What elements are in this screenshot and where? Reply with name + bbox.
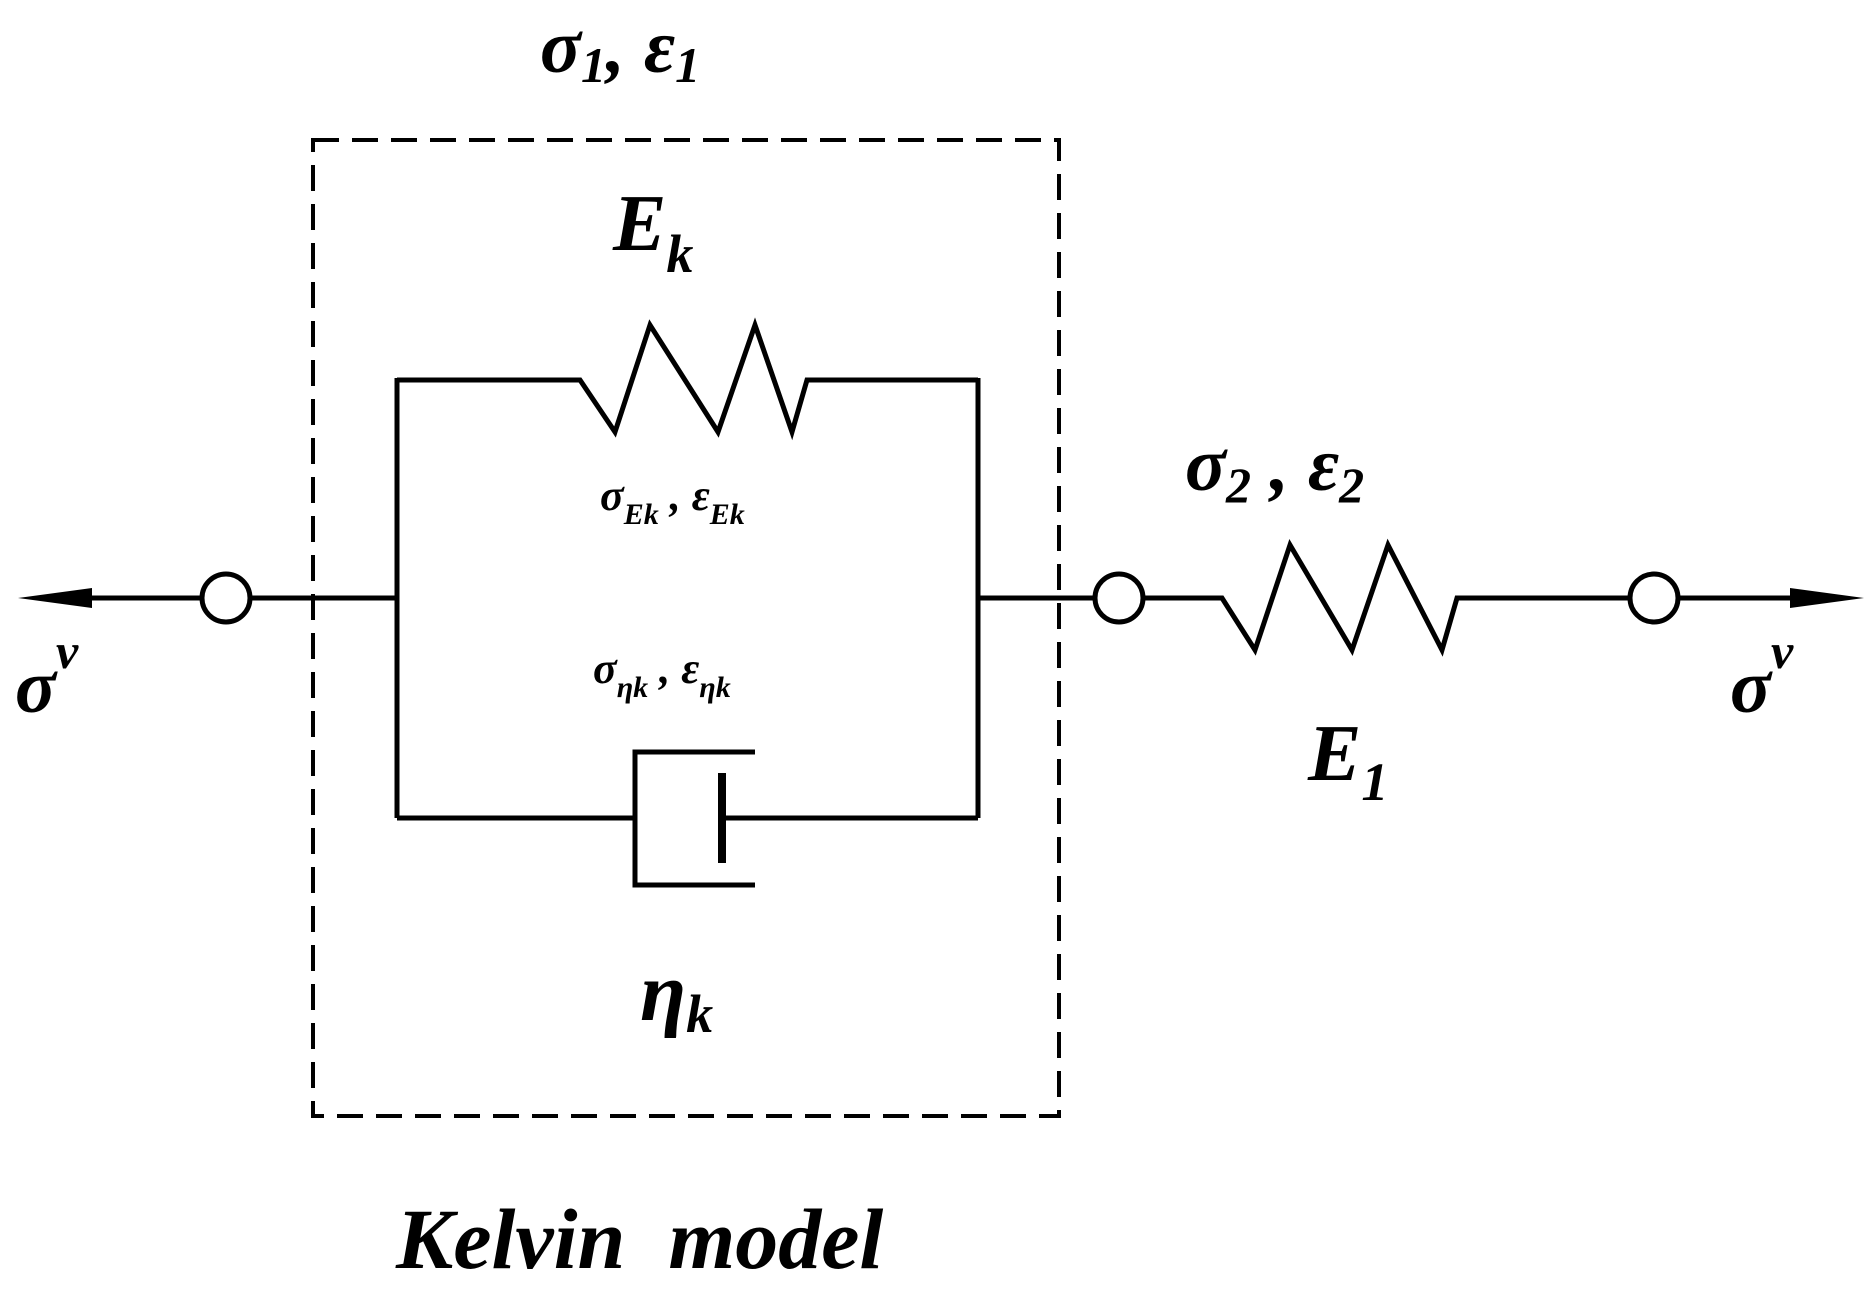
right-terminal-node <box>1627 571 1681 625</box>
kelvin-model-boundary <box>311 138 1061 1118</box>
right-arrowhead <box>1790 588 1864 608</box>
label-sigma-v-left: σv <box>15 623 79 729</box>
label-sigma2-eps2: σ2 , ε2 <box>1185 423 1364 513</box>
left-arrowhead <box>18 588 92 608</box>
label-sigma-v-right: σv <box>1730 623 1794 729</box>
kelvin-model-title: Kelvin model <box>395 1191 883 1287</box>
label-e1: E1 <box>1307 710 1388 812</box>
label-sigma1-eps1: σ1, ε1 <box>540 5 700 93</box>
label-sigma-etak-eps-etak: σηk , εηk <box>593 644 731 704</box>
label-sigma-ek-eps-ek: σEk , εEk <box>600 471 745 531</box>
spring-e1 <box>1143 538 1630 657</box>
middle-terminal-node <box>1092 571 1146 625</box>
label-ek: Ek <box>612 180 693 284</box>
left-terminal-node <box>199 571 253 625</box>
dashpot-cylinder <box>632 749 755 888</box>
spring-ek <box>397 317 978 441</box>
label-eta-k: ηk <box>640 946 713 1044</box>
